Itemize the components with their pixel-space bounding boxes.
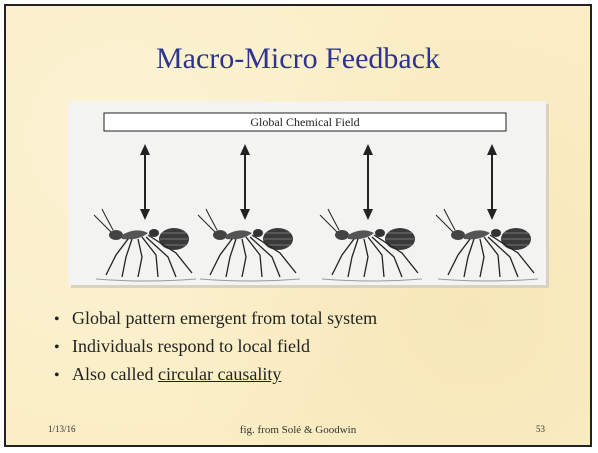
arrow-2 — [240, 144, 250, 220]
bullet-dot: • — [54, 339, 60, 356]
figure-drawing — [93, 112, 539, 282]
bullet-item-2: • Individuals respond to local field — [54, 332, 377, 360]
bullet-text-2: Individuals respond to local field — [72, 336, 310, 356]
bullet-list: • Global pattern emergent from total syst… — [54, 304, 377, 388]
bullet-item-1: • Global pattern emergent from total syst… — [54, 304, 377, 332]
bullet-text-1: Global pattern emergent from total syste… — [72, 308, 378, 328]
slide: Macro-Micro Feedback — [4, 4, 592, 447]
footer-credit: fig. from Solé & Goodwin — [239, 424, 357, 436]
bullet-dot: • — [54, 367, 60, 384]
ant-4 — [435, 208, 539, 282]
ant-2 — [197, 208, 301, 282]
circular-causality-link[interactable]: circular causality — [157, 364, 282, 384]
arrow-3 — [363, 144, 373, 220]
footer-date: 1/13/16 — [48, 424, 76, 434]
bullet-item-3: • Also called circular causality — [54, 360, 377, 388]
global-field-box — [103, 112, 507, 132]
arrow-1 — [140, 144, 150, 220]
global-field-label: Global Chemical Field — [250, 115, 360, 129]
bullet-text-3-prefix: Also called — [72, 364, 158, 384]
slide-title: Macro-Micro Feedback — [155, 42, 441, 75]
arrow-4 — [487, 144, 497, 220]
footer-page-number: 53 — [536, 424, 545, 434]
ant-3 — [319, 208, 423, 282]
bullet-dot: • — [54, 311, 60, 328]
figure-ant-feedback: Global Chemical Field — [68, 101, 546, 285]
